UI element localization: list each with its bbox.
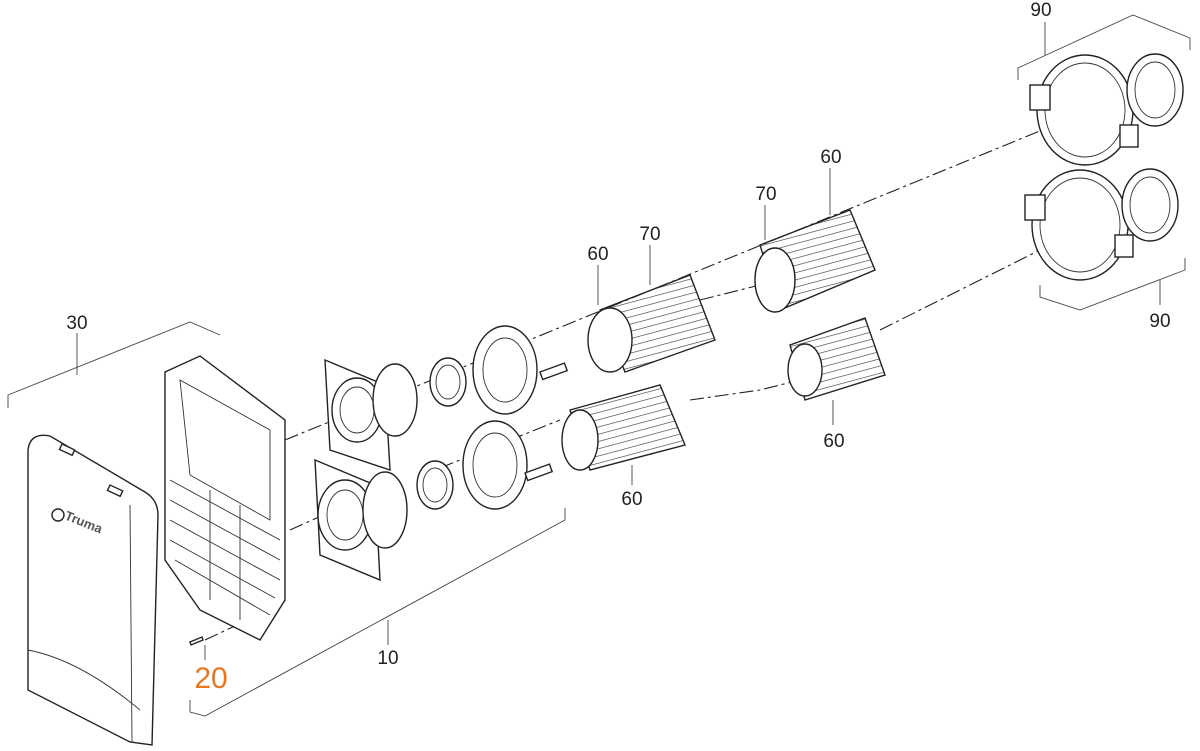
hose-upper-left <box>587 274 716 373</box>
grille-slats <box>169 479 281 620</box>
label-90-bottom: 90 <box>1149 311 1170 332</box>
bracket-wall-kit <box>189 508 566 717</box>
bracket-clamps-bottom <box>1039 258 1186 311</box>
label-60-lower-left: 60 <box>621 489 642 510</box>
cover-part-30: Truma <box>27 434 159 746</box>
grille-frame <box>164 355 286 641</box>
label-90-top: 90 <box>1030 0 1051 21</box>
clamp-top <box>1029 53 1184 166</box>
bracket-cover <box>7 321 221 408</box>
leader-lines <box>204 168 834 660</box>
label-60-upper-left: 60 <box>587 244 608 265</box>
screw-icon <box>189 362 569 646</box>
label-20-highlighted: 20 <box>194 662 227 695</box>
label-70-upper-right: 70 <box>755 184 776 205</box>
hose-lower-left <box>561 384 686 471</box>
bracket-clamps-top <box>1017 14 1191 80</box>
label-10: 10 <box>377 648 398 669</box>
wall-flange-lower <box>314 458 408 582</box>
hose-upper-right <box>754 209 876 313</box>
wall-flange-upper <box>324 358 418 471</box>
seal-ring-upper <box>429 325 538 415</box>
clamp-bottom <box>1024 168 1179 281</box>
label-60-lower-right: 60 <box>823 431 844 452</box>
label-70-upper-left: 70 <box>639 224 660 245</box>
label-30: 30 <box>66 313 87 334</box>
label-60-upper-right: 60 <box>820 147 841 168</box>
hose-lower-right <box>787 317 886 401</box>
seal-ring-lower <box>416 420 528 510</box>
